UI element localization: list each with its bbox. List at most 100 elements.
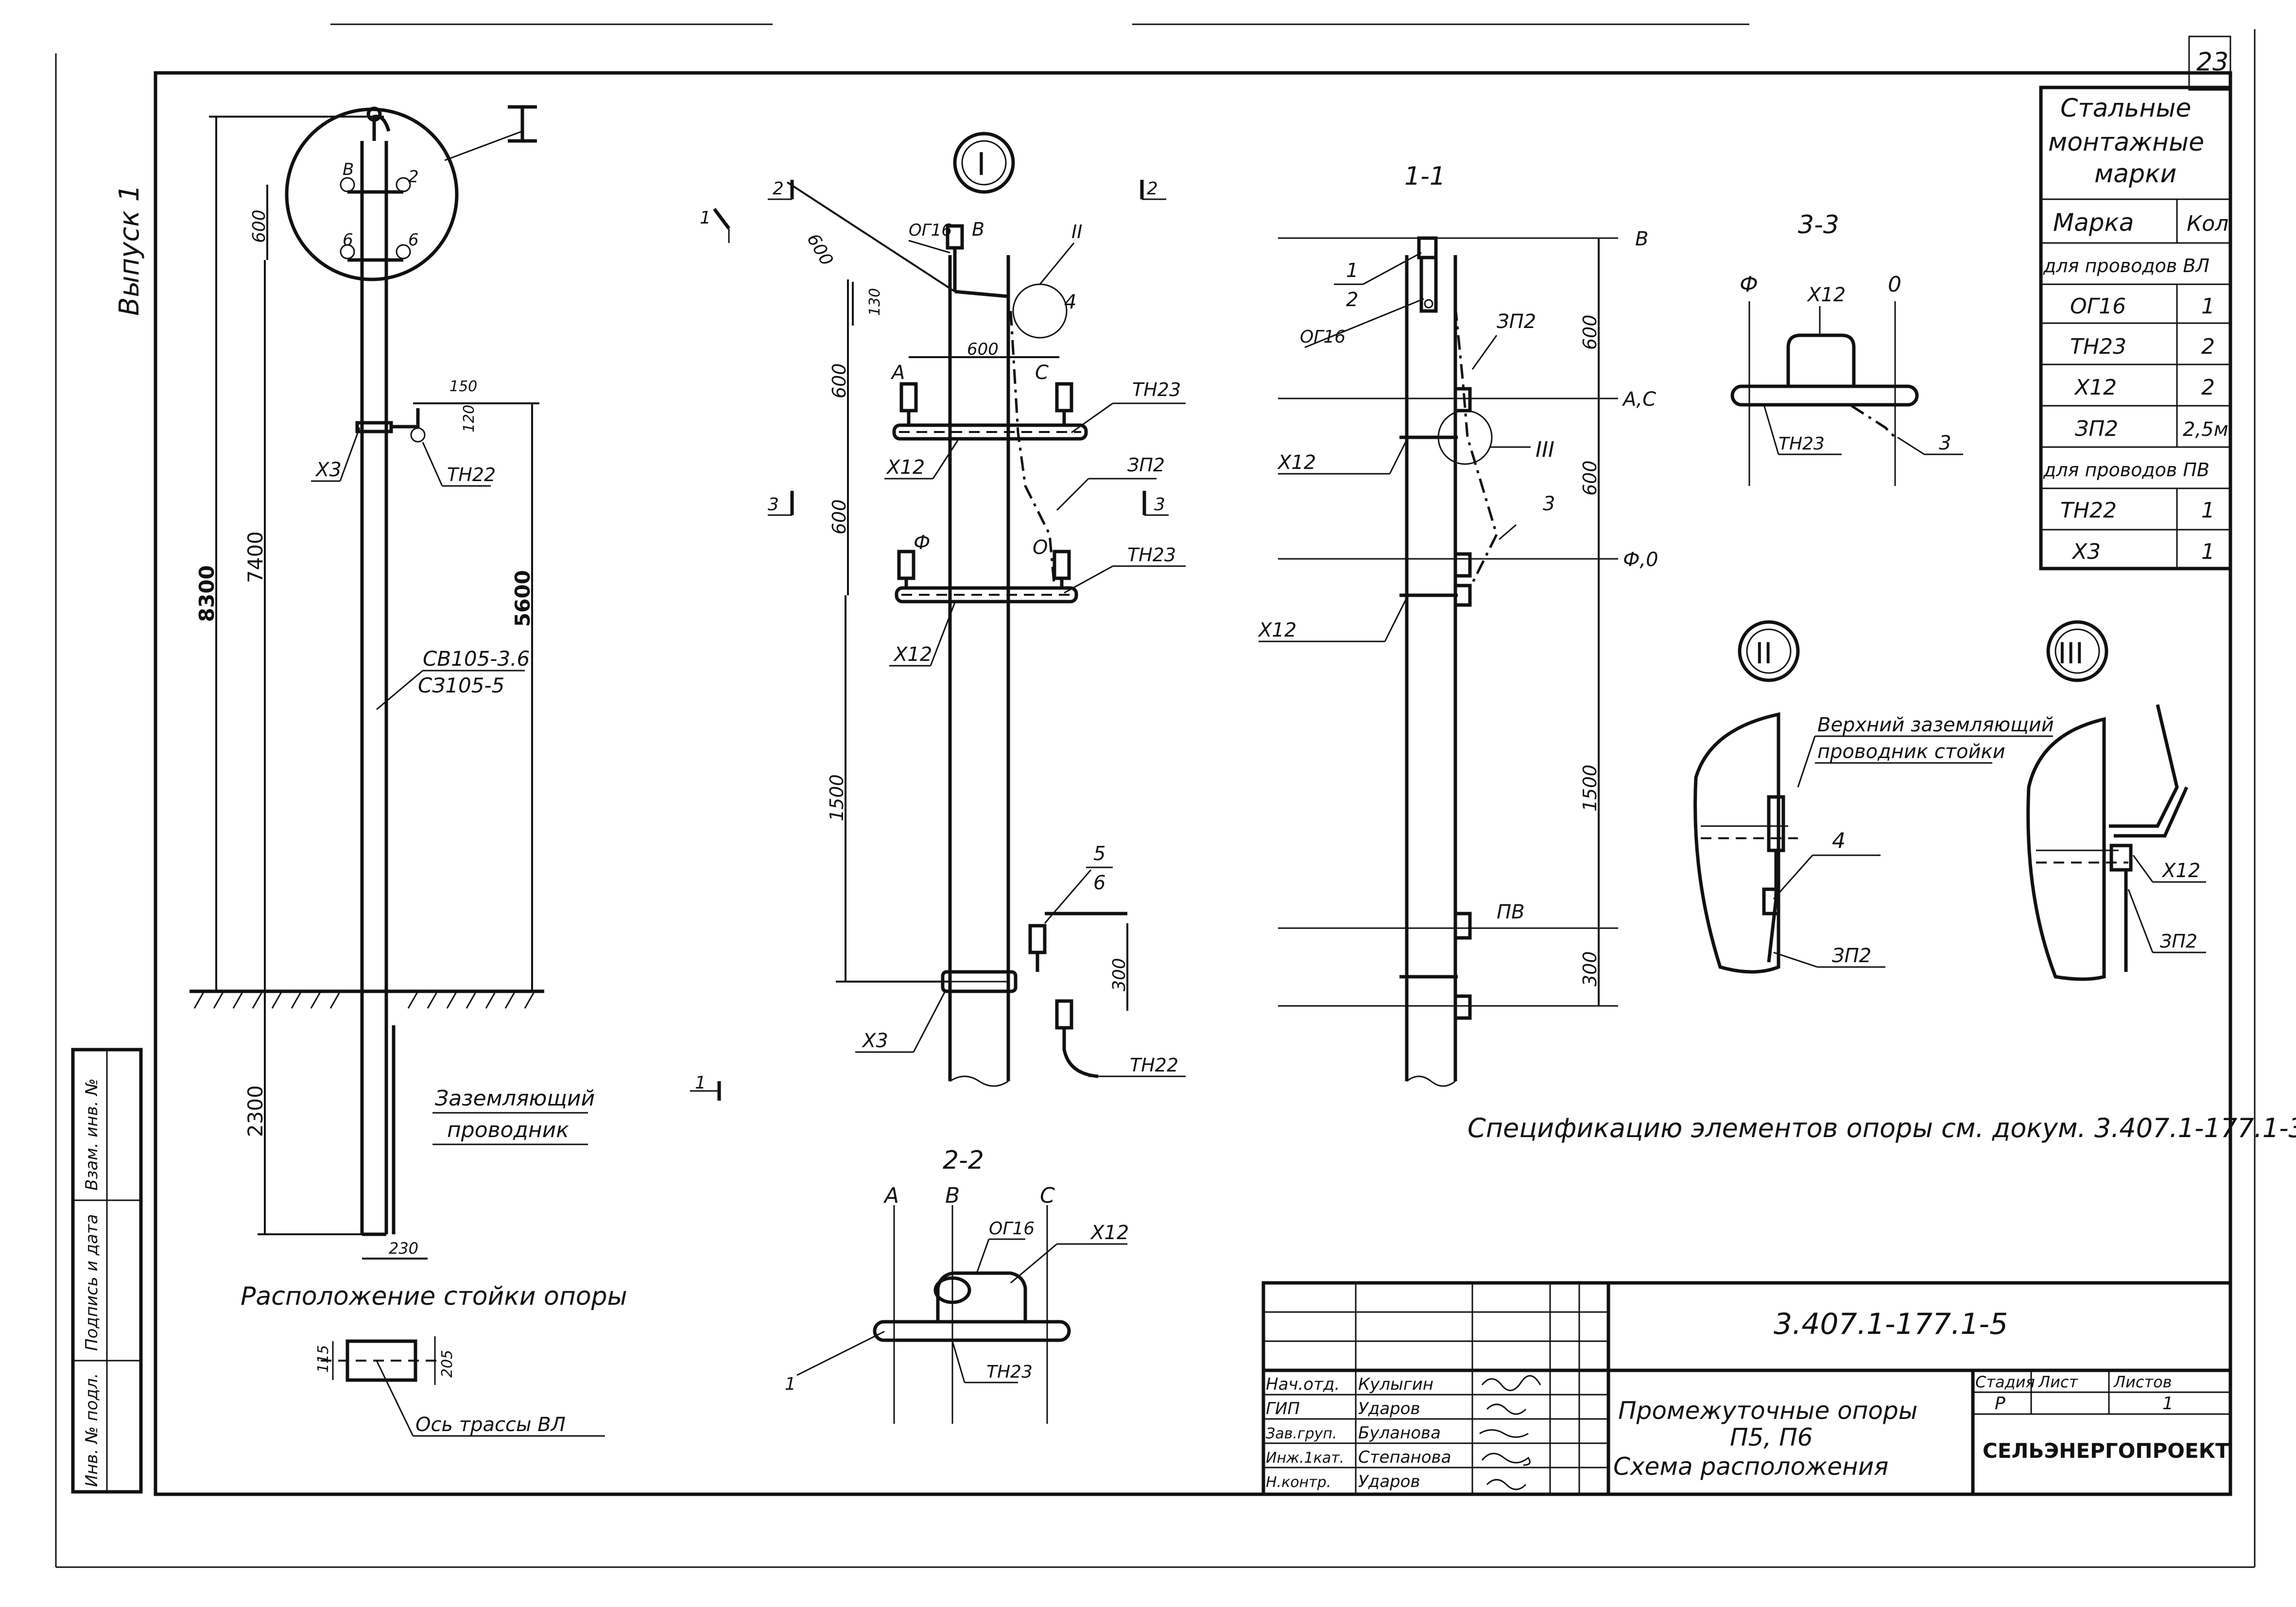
marks-row-qty: 1 [2201,498,2215,523]
view-1-1-title: 1-1 [1404,162,1446,191]
tb-role: ГИП [1266,1399,1300,1418]
label-0: 0 [1888,272,1901,297]
label-X12-lower: Х12 [1258,619,1296,641]
marks-row-mark: Х3 [2072,539,2101,564]
label-C: С [1035,362,1049,384]
signature-mark [1486,1479,1527,1490]
signature-mark [1481,1375,1541,1391]
dim-130: 130 [866,288,883,316]
label-TN23: ТН23 [986,1362,1033,1382]
section-mark-2b: 2 [1147,179,1158,199]
stage-header: Стадия [1975,1373,2035,1391]
label-OG16: ОГ16 [989,1219,1035,1239]
label-OG16: ОГ16 [1300,327,1346,347]
label-3: 3 [1939,432,1951,454]
view-3-3-title: 3-3 [1798,210,1839,240]
marks-row-qty: 1 [2201,539,2215,564]
level-F0: Ф,0 [1623,549,1658,571]
label-A: А [890,362,905,384]
marks-row-mark: ЗП2 [2075,416,2118,441]
plan-axis-label: Ось трассы ВЛ [415,1414,566,1436]
label-6: 6 [343,230,353,250]
stamp-vzam-inv: Взам. инв. № [82,1078,102,1191]
level-B: В [1635,228,1648,250]
dim-600-diag: 600 [803,230,837,269]
details-II-III: II III Верхний заземляющий проводник сто… [1693,620,2206,981]
title-line-3: Схема расположения [1613,1452,1888,1481]
dim-600-h: 600 [967,340,999,359]
view-1-1: 1-1 В А,С Ф,0 ПВ 600 600 1500 300 1 2 ОГ… [1258,162,1658,1087]
stage-value: Р [1995,1394,2005,1414]
ground-wire-label-2: проводник [447,1118,569,1142]
label-X12: Х12 [1090,1222,1129,1244]
tb-role: Зав.груп. [1266,1425,1337,1442]
label-2: 2 [408,167,419,187]
view-I-callout: I [977,147,986,183]
detail-III-title-circle [2046,620,2108,682]
view-2-2-title: 2-2 [943,1146,984,1175]
page-number: 23 [2196,48,2228,77]
marks-row-qty: 2,5м [2183,418,2228,441]
section-mark-2a: 2 [773,179,784,199]
stamp-signature-date: Подпись и дата [82,1214,102,1351]
crossarm-plan [1730,384,1919,407]
detail-III-label-X12: Х12 [2161,860,2200,882]
phase-B: В [945,1183,960,1208]
section-mark-3b: 3 [1154,495,1165,515]
signature-mark [1481,1452,1531,1466]
upper-crossarm [892,423,1088,441]
callout-circle-I-title [953,132,1015,194]
dim-600: 600 [249,209,269,243]
dim-600-b: 600 [1579,460,1601,496]
marks-col-mark: Марка [2053,208,2134,237]
section-mark-1b: 1 [695,1073,706,1093]
marks-title-1: Стальные [2060,94,2191,123]
marks-row-mark: ТН22 [2060,498,2117,523]
marks-row-qty: 2 [2201,375,2215,400]
label-4: 4 [1064,291,1076,313]
marks-table: Стальные монтажные марки Марка Кол для п… [2039,86,2232,570]
dim-1500: 1500 [826,774,847,821]
detail-II-title-circle [1738,620,1800,682]
tb-name: Ударов [1358,1399,1420,1418]
label-ZP2: ЗП2 [1127,454,1165,476]
label-TN22: ТН22 [1130,1054,1178,1076]
tb-name: Ударов [1358,1472,1420,1491]
section-mark-3a: 3 [768,495,779,515]
detail-III-callout: III [1536,437,1554,462]
detail-II-label-ZP2: ЗП2 [1832,945,1871,967]
marks-row-qty: 1 [2201,294,2215,319]
tb-role: Нач.отд. [1266,1375,1340,1394]
label-X12: Х12 [1807,284,1846,306]
label-TN22: ТН22 [447,464,496,485]
title-line-2: П5, П6 [1730,1423,1813,1451]
label-OG16: ОГ16 [909,221,952,240]
plan-dim-205: 205 [439,1350,456,1378]
detail-III-label-ZP2: ЗП2 [2160,931,2197,952]
label-X3: Х3 [862,1030,888,1052]
dim-150: 150 [449,378,477,395]
ground-note-2: проводник стойки [1817,741,2005,763]
dim-230: 230 [389,1239,418,1258]
sheet-frame: 23 [55,23,2256,1568]
main-view-pole: В 2 6 6 600 8300 7400 5600 2300 150 120 … [190,105,627,1437]
level-AC: А,С [1622,388,1656,411]
ground-note-1: Верхний заземляющий [1817,714,2054,736]
section-mark-1a: 1 [700,208,711,228]
ground-wire-label-1: Заземляющий [435,1086,595,1111]
marks-row-mark: ОГ16 [2070,294,2126,319]
spec-note: Спецификацию элементов опоры см. докум. … [1467,1113,2296,1143]
marks-title-2: монтажные [2048,128,2204,157]
detail-III-title: III [2058,637,2084,671]
label-3: 3 [1543,493,1555,515]
label-ZP2: ЗП2 [1497,311,1536,333]
label-TN23-lower: ТН23 [1127,544,1176,566]
label-6b: 6 [408,230,419,250]
crossarm-plan-2-2 [873,1320,1071,1342]
label-F: Ф [914,532,930,554]
marks-row-mark: ТН23 [2070,334,2126,359]
main-view-caption: Расположение стойки опоры [241,1282,627,1311]
sheet-header: Лист [2038,1373,2078,1391]
label-X3: Х3 [315,459,342,481]
label-X12-lower: Х12 [893,643,932,666]
